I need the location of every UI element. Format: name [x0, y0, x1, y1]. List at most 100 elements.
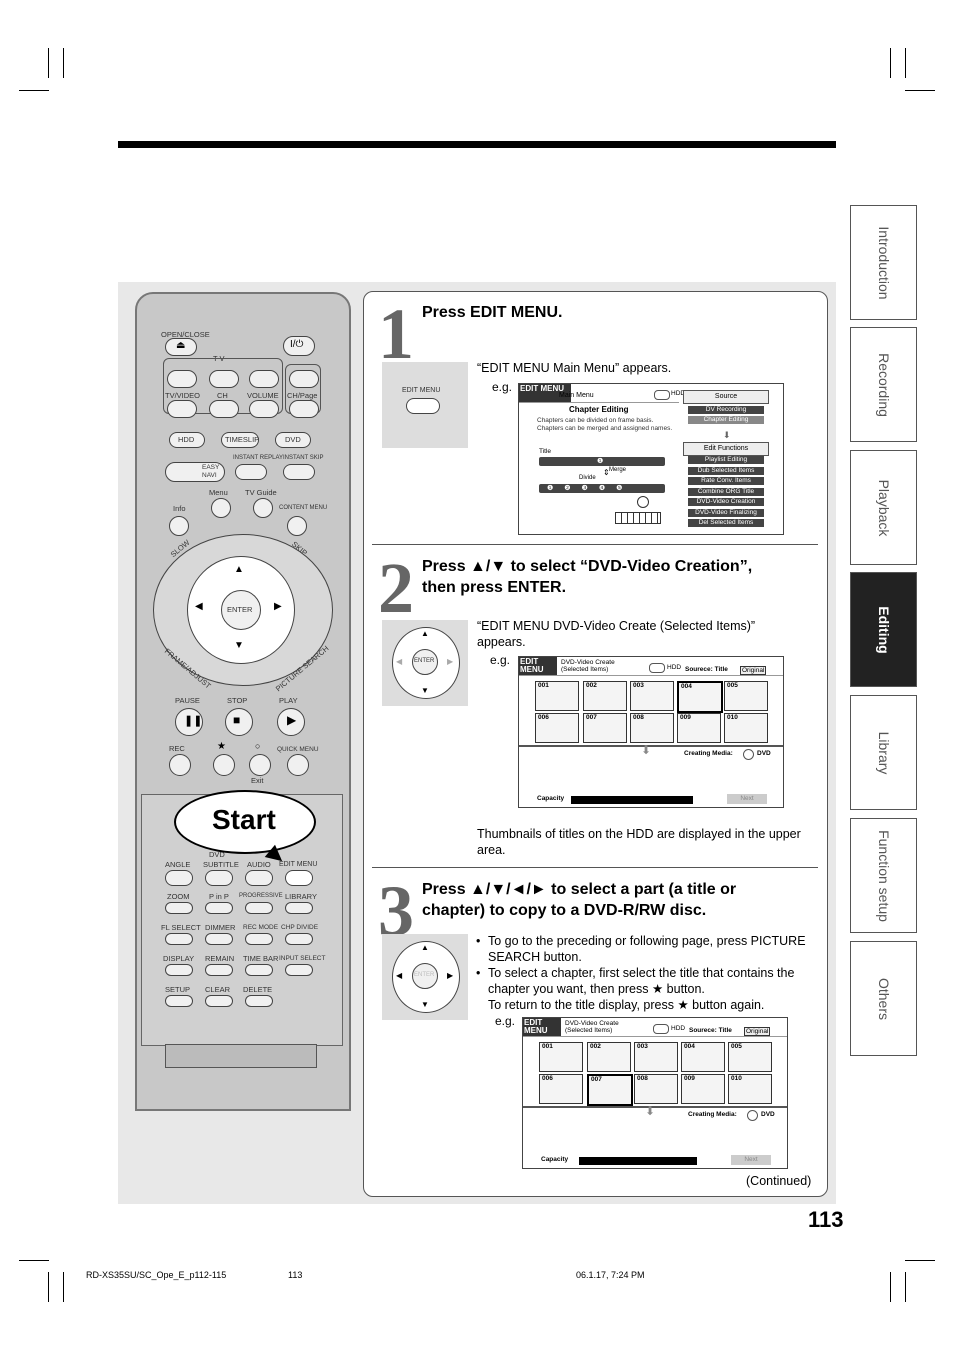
display-button[interactable] [165, 964, 193, 976]
play-button[interactable]: ▶ [277, 708, 305, 736]
tab-others[interactable]: Others [850, 941, 917, 1056]
delete-button[interactable] [245, 995, 273, 1007]
thumbnail[interactable]: 002 [587, 1042, 631, 1072]
audio-button[interactable] [245, 870, 273, 886]
thumbnail[interactable]: 009 [677, 713, 721, 743]
function-item[interactable]: Rate Conv. Items [688, 477, 764, 485]
edit-menu-button[interactable] [285, 870, 313, 886]
right-arrow-icon[interactable]: ▶ [274, 601, 282, 612]
thumbnail[interactable]: 010 [728, 1074, 772, 1104]
info-button[interactable] [169, 516, 189, 536]
pause-button[interactable]: ❚❚ [175, 708, 203, 736]
thumbnail[interactable]: 006 [535, 713, 579, 743]
thumbnail[interactable]: 001 [539, 1042, 583, 1072]
thumbnail[interactable]: 005 [728, 1042, 772, 1072]
thumbnail[interactable]: 004 [681, 1042, 725, 1072]
edit-menu-button-illustration [406, 398, 440, 414]
area-divider [519, 745, 783, 747]
tab-introduction[interactable]: Introduction [850, 205, 917, 320]
fl-select-button[interactable] [165, 933, 193, 945]
thumbnail-selected[interactable]: 007 [587, 1074, 633, 1106]
tab-recording[interactable]: Recording [850, 327, 917, 442]
time-bar-button[interactable] [245, 964, 273, 976]
pinp-button[interactable] [205, 902, 233, 914]
zoom-button[interactable] [165, 902, 193, 914]
thumbnail[interactable]: 007 [583, 713, 627, 743]
screen-title: Main Menu [559, 392, 594, 399]
source-item[interactable]: DV Recording [688, 406, 764, 414]
clear-button[interactable] [205, 995, 233, 1007]
thumbnail[interactable]: 008 [634, 1074, 678, 1104]
subtitle-button[interactable] [205, 870, 233, 886]
rec-button[interactable] [169, 754, 191, 776]
star-button[interactable] [213, 754, 235, 776]
thumbnail[interactable]: 001 [535, 681, 579, 711]
step-2-title-line2: then press ENTER. [422, 579, 567, 596]
dimmer-button[interactable] [205, 933, 233, 945]
thumbnail-selected[interactable]: 004 [677, 681, 723, 713]
function-item[interactable]: Dub Selected Items [688, 466, 764, 475]
chpage-down-button[interactable] [289, 400, 319, 418]
ch-down-button[interactable] [209, 400, 239, 418]
thumbnail[interactable]: 008 [630, 713, 674, 743]
hdd-button[interactable]: HDD [169, 432, 205, 448]
thumbnail[interactable]: 006 [539, 1074, 583, 1104]
chpage-up-button[interactable] [289, 370, 319, 388]
volume-up-button[interactable] [249, 370, 279, 388]
thumbnail[interactable]: 003 [630, 681, 674, 711]
step-1-number: 1 [378, 294, 414, 374]
menu-button[interactable] [211, 498, 231, 518]
up-arrow-icon[interactable]: ▲ [234, 564, 244, 575]
function-item[interactable]: Playlist Editing [688, 456, 764, 464]
library-button[interactable] [285, 902, 313, 914]
next-button[interactable]: Next [731, 1155, 771, 1165]
input-select-button[interactable] [285, 964, 313, 976]
quick-menu-button[interactable] [287, 754, 309, 776]
tab-library[interactable]: Library [850, 695, 917, 810]
original-tab[interactable]: Original [740, 666, 767, 675]
function-item[interactable]: DVD-Video Finalizing [688, 508, 764, 517]
volume-down-button[interactable] [249, 400, 279, 418]
stop-button[interactable]: ■ [225, 708, 253, 736]
source-item-selected[interactable]: Chapter Editing [688, 416, 764, 424]
function-item[interactable]: Combine ORG Title [688, 487, 764, 496]
thumbnail[interactable]: 002 [583, 681, 627, 711]
enter-button[interactable]: ENTER [221, 590, 261, 630]
setup-button[interactable] [165, 995, 193, 1007]
thumbnail[interactable]: 009 [681, 1074, 725, 1104]
next-button[interactable]: Next [727, 794, 767, 804]
tv-video-button[interactable] [167, 400, 197, 418]
easy-navi-button[interactable]: EASY NAVI [165, 462, 225, 482]
function-item[interactable]: Del Selected Items [688, 519, 764, 527]
title-label: Title [539, 448, 552, 455]
rec-mode-button[interactable] [245, 933, 273, 945]
tv-power-button[interactable] [167, 370, 197, 388]
content-menu-button[interactable] [287, 516, 307, 536]
original-tab[interactable]: Original [744, 1027, 771, 1036]
crop-mark [48, 1272, 49, 1302]
thumbnail[interactable]: 010 [724, 713, 768, 743]
eject-icon: ⏏ [176, 340, 186, 351]
left-arrow-icon[interactable]: ◀ [195, 601, 203, 612]
instant-replay-button[interactable] [235, 464, 267, 480]
tv-guide-button[interactable] [253, 498, 273, 518]
chp-divide-button[interactable] [285, 933, 313, 945]
timeslip-button[interactable]: TIMESLIP [221, 432, 259, 448]
thumbnail[interactable]: 003 [634, 1042, 678, 1072]
down-arrow-icon[interactable]: ▼ [234, 640, 244, 651]
crop-mark [890, 1272, 891, 1302]
angle-button[interactable] [165, 870, 193, 886]
circle-button[interactable] [249, 754, 271, 776]
ch-up-button[interactable] [209, 370, 239, 388]
thumbnail[interactable]: 005 [724, 681, 768, 711]
tab-function-setup[interactable]: Function setup [850, 818, 917, 933]
tab-editing[interactable]: Editing [850, 572, 917, 687]
progressive-button[interactable] [245, 902, 273, 914]
power-button[interactable]: I/⏻ [283, 336, 315, 356]
instant-skip-button[interactable] [283, 464, 315, 480]
function-item[interactable]: DVD-Video Creation [688, 498, 764, 506]
dvd-button[interactable]: DVD [275, 432, 311, 448]
remain-button[interactable] [205, 964, 233, 976]
open-close-button[interactable]: ⏏ [165, 338, 197, 356]
tab-playback[interactable]: Playback [850, 450, 917, 565]
